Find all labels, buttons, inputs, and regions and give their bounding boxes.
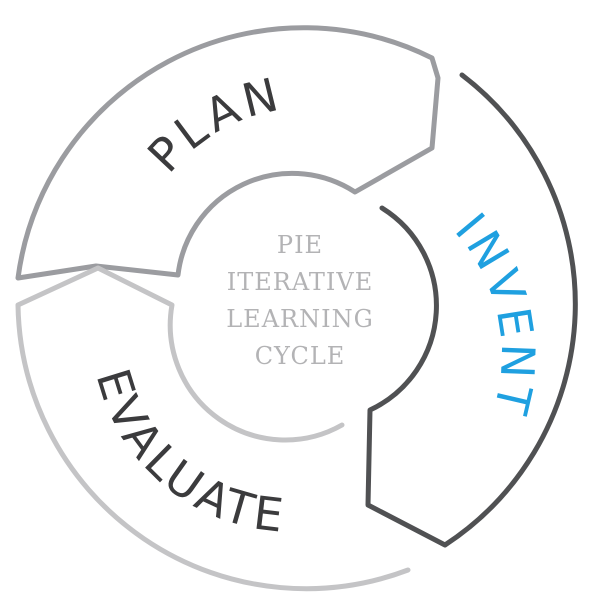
center-title: PIE ITERATIVE LEARNING CYCLE bbox=[226, 231, 374, 370]
invent-label-text: INVENT bbox=[445, 203, 541, 423]
invent-label: INVENT bbox=[445, 203, 545, 423]
center-line-1: PIE bbox=[277, 231, 323, 259]
plan-label: PLAN bbox=[137, 67, 287, 183]
center-line-3: LEARNING bbox=[226, 305, 374, 333]
evaluate-segment-outline bbox=[15, 265, 411, 592]
invent-segment-outline bbox=[365, 72, 578, 548]
plan-segment-outline bbox=[15, 25, 441, 281]
center-line-2: ITERATIVE bbox=[227, 268, 373, 296]
center-line-4: CYCLE bbox=[255, 342, 346, 370]
plan-label-text: PLAN bbox=[137, 67, 283, 183]
